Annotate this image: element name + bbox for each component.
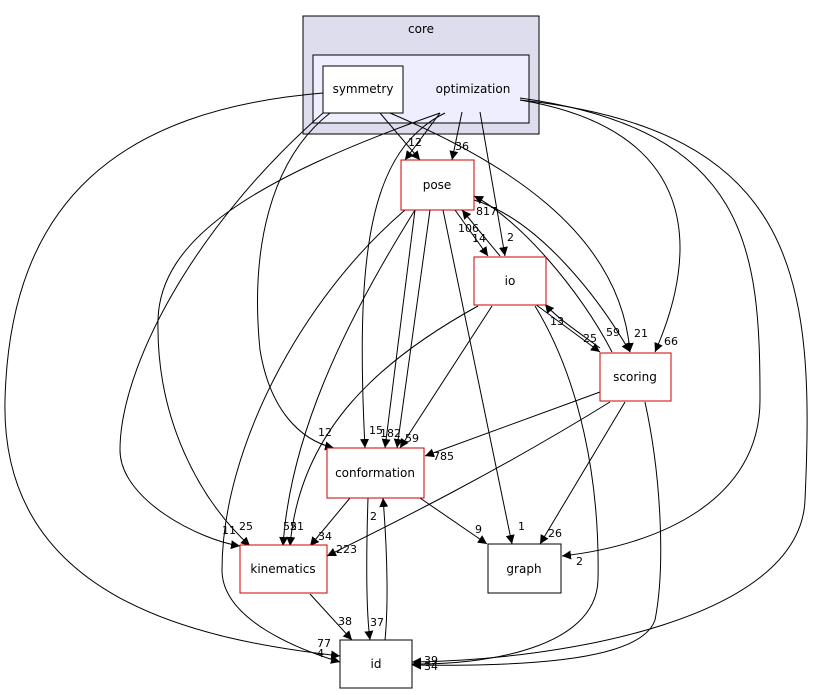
label-opt-conf: 12	[318, 426, 332, 439]
edge-pose-conformation	[381, 209, 416, 449]
edge-optimization-conformation	[360, 112, 446, 449]
edge-pose-kinematics	[279, 209, 416, 547]
edge-optimization-io	[479, 111, 508, 257]
label-io-graph: 1	[518, 520, 525, 533]
edge-symmetry-conformation	[257, 112, 335, 451]
node-kinematics-label: kinematics	[250, 562, 315, 576]
label-scoring-conf-b: 785	[433, 450, 454, 463]
label-opt-pose-a: 12	[408, 136, 422, 149]
label-scoring-conf-a: 15	[369, 424, 383, 437]
edge-optimization-kinematics	[157, 112, 441, 547]
node-scoring[interactable]: scoring	[599, 352, 672, 402]
edge-symmetry-scoring	[389, 112, 634, 353]
edge-conformation-kinematics	[309, 497, 351, 547]
node-io-label: io	[505, 274, 516, 288]
node-symmetry-label: symmetry	[333, 82, 394, 96]
node-pose[interactable]: pose	[400, 159, 475, 211]
cluster-core-label: core	[408, 22, 434, 36]
edge-optimization-id-right	[411, 99, 808, 667]
label-id-left-b: 4	[317, 647, 324, 660]
edge-pose-conformation-2	[393, 209, 431, 449]
label-id-left-a: 77	[317, 637, 331, 650]
edge-scoring-pose	[473, 195, 613, 353]
label-pose-conf: 182	[380, 427, 401, 440]
label-io-conf: 59	[405, 432, 419, 445]
label-opt-io: 2	[507, 231, 514, 244]
label-kin-c: 55	[283, 520, 297, 533]
edge-io-id	[411, 305, 599, 669]
node-conformation-label: conformation	[335, 466, 415, 480]
node-graph-label: graph	[506, 562, 541, 576]
node-io[interactable]: io	[473, 256, 547, 306]
label-pose-io-b: 106	[458, 222, 479, 235]
edge-conformation-id	[364, 497, 374, 641]
edge-io-pose	[461, 209, 501, 257]
edge-scoring-io	[544, 303, 601, 349]
edge-scoring-id	[411, 401, 662, 670]
label-opt-pose-b: 36	[455, 140, 469, 153]
label-id-right-b: 34	[424, 660, 438, 673]
label-opt-graph: 2	[576, 555, 583, 568]
label-kin-a: 11	[222, 524, 236, 537]
edge-pose-scoring	[473, 199, 631, 353]
label-pose-io-c: 14	[472, 232, 486, 245]
edge-symmetry-kinematics	[119, 112, 324, 550]
edge-pose-id	[221, 209, 406, 664]
edge-pose-io	[454, 209, 489, 257]
edge-io-kinematics	[286, 305, 479, 547]
label-conf-graph: 9	[475, 523, 482, 536]
edge-kinematics-id	[309, 593, 353, 641]
label-id-right-a: 39	[424, 654, 438, 667]
node-scoring-label: scoring	[613, 370, 657, 384]
node-symmetry[interactable]: symmetry	[322, 65, 404, 114]
edge-optimization-pose	[449, 111, 463, 161]
edge-io-conformation	[399, 305, 493, 449]
label-opt-scoring: 66	[664, 335, 678, 348]
edge-scoring-graph	[539, 401, 626, 545]
label-scoring-io: 25	[583, 332, 597, 345]
edge-id-conformation	[379, 497, 389, 641]
edge-optimization-graph	[519, 97, 761, 560]
label-kin-id: 38	[338, 615, 352, 628]
node-kinematics[interactable]: kinematics	[239, 544, 328, 594]
label-conf-kin: 34	[318, 530, 332, 543]
node-graph[interactable]: graph	[487, 543, 562, 594]
node-pose-label: pose	[423, 178, 452, 192]
label-io-scoring: 13	[550, 315, 564, 328]
node-conformation[interactable]: conformation	[326, 447, 425, 499]
label-scoring-graph: 26	[548, 527, 562, 540]
edge-optimization-pose-2	[404, 112, 441, 161]
label-id-conf: 37	[370, 616, 384, 629]
edges	[4, 92, 808, 670]
edge-pose-graph	[442, 209, 515, 545]
node-id-label: id	[371, 657, 382, 671]
label-conf-id: 2	[370, 510, 377, 523]
edge-symmetry-id-left	[4, 92, 341, 660]
edge-labels: 12 36 817 106 14 2 13 25 59 21 66 12 15 …	[222, 136, 678, 673]
edge-scoring-kinematics	[326, 401, 611, 557]
edge-conformation-graph	[419, 497, 488, 545]
label-kin-d: 21	[290, 520, 304, 533]
edge-optimization-scoring	[519, 99, 681, 353]
optimization-label: optimization	[436, 82, 511, 96]
label-kin-b: 25	[239, 520, 253, 533]
label-pose-io-a: 817	[476, 205, 497, 218]
edge-scoring-conformation	[424, 391, 601, 458]
node-id[interactable]: id	[339, 639, 413, 689]
label-sym-scoring: 21	[634, 327, 648, 340]
label-pose-scoring: 59	[606, 326, 620, 339]
label-scoring-kin: 223	[336, 543, 357, 556]
